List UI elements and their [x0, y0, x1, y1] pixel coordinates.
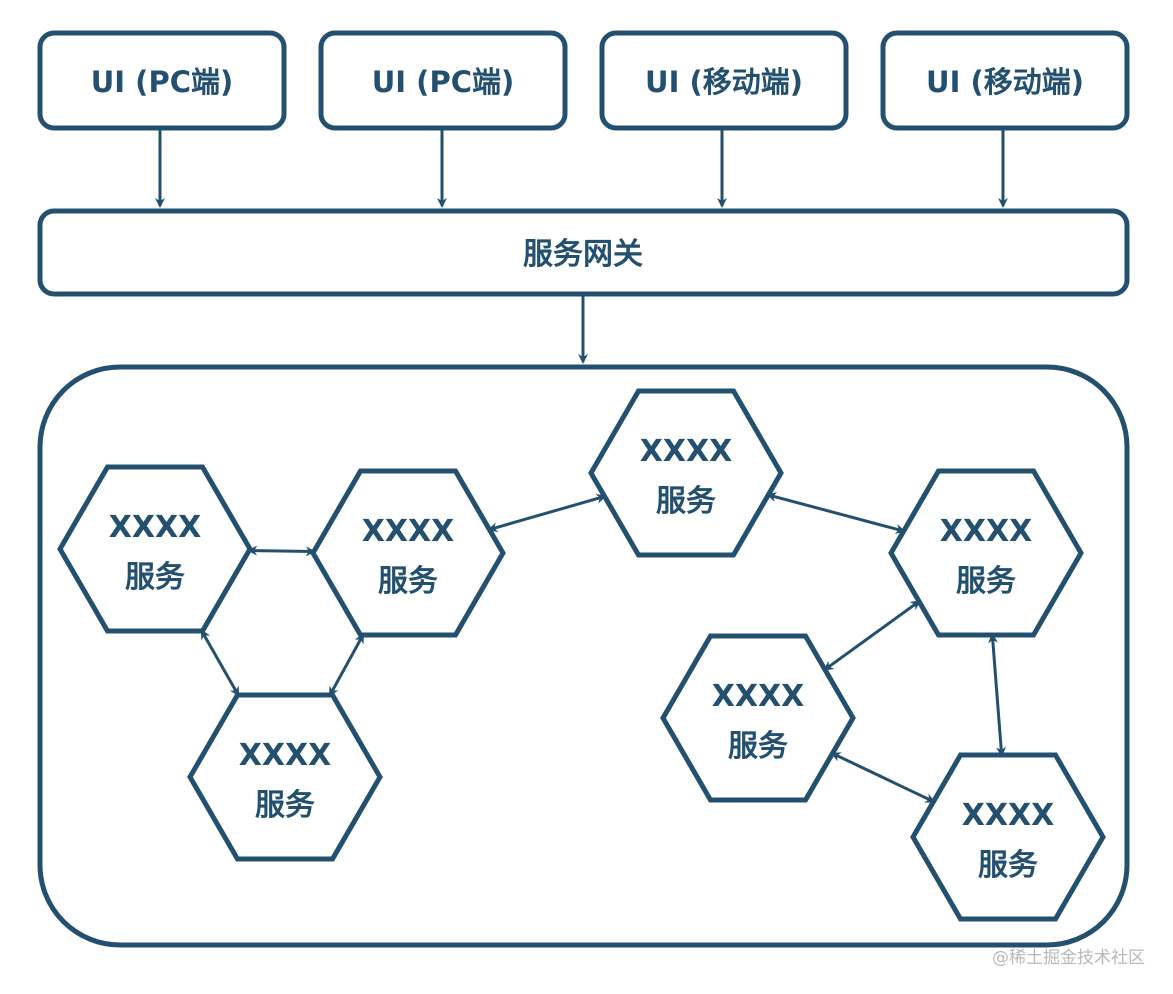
bidirectional-arrow	[247, 545, 316, 557]
bidirectional-arrow	[766, 492, 906, 534]
service-node: XXXX 服务	[910, 752, 1106, 922]
watermark: @稀土掘金技术社区	[992, 948, 1145, 968]
hexagon-shape	[310, 468, 506, 638]
service-type: 服务	[378, 564, 438, 599]
service-type: 服务	[978, 848, 1038, 883]
service-node: XXXX 服务	[57, 464, 253, 634]
service-node: XXXX 服务	[588, 388, 784, 558]
client-label: UI (移动端)	[645, 65, 803, 99]
client-ui-mobile-1: UI (移动端)	[599, 30, 849, 131]
service-name: XXXX	[362, 514, 455, 549]
service-node: XXXX 服务	[187, 692, 383, 862]
client-label: UI (PC端)	[372, 65, 514, 99]
bidirectional-arrow	[823, 600, 921, 671]
hexagon-shape	[660, 633, 856, 803]
client-label: UI (移动端)	[926, 65, 1084, 99]
service-name: XXXX	[940, 514, 1033, 549]
client-ui-pc-1: UI (PC端)	[37, 30, 287, 131]
bidirectional-arrow	[200, 629, 240, 697]
service-name: XXXX	[640, 434, 733, 469]
service-node: XXXX 服务	[888, 468, 1084, 638]
hexagon-shape	[187, 692, 383, 862]
bidirectional-arrow	[830, 752, 936, 803]
service-type: 服务	[656, 484, 716, 519]
bidirectional-arrow	[487, 493, 607, 533]
service-type: 服务	[728, 729, 788, 764]
client-label: UI (PC端)	[91, 65, 233, 99]
hexagon-shape	[910, 752, 1106, 922]
service-node: XXXX 服务	[660, 633, 856, 803]
service-name: XXXX	[962, 798, 1055, 833]
service-nodes: XXXX服务XXXX服务XXXX服务XXXX服务XXXX服务XXXX服务XXXX…	[57, 388, 1106, 922]
client-ui-mobile-2: UI (移动端)	[880, 30, 1130, 131]
gateway-label: 服务网关	[523, 237, 643, 272]
hexagon-shape	[57, 464, 253, 634]
service-type: 服务	[255, 788, 315, 823]
client-ui-pc-2: UI (PC端)	[318, 30, 568, 131]
service-type: 服务	[956, 564, 1016, 599]
bidirectional-arrow	[328, 633, 365, 697]
hexagon-shape	[588, 388, 784, 558]
service-node: XXXX 服务	[310, 468, 506, 638]
service-name: XXXX	[109, 510, 202, 545]
services-container	[37, 364, 1130, 948]
service-connections	[200, 492, 1007, 803]
service-name: XXXX	[239, 738, 332, 773]
service-gateway: 服务网关	[37, 208, 1130, 297]
bidirectional-arrow	[987, 633, 1007, 757]
service-name: XXXX	[712, 679, 805, 714]
hexagon-shape	[888, 468, 1084, 638]
service-type: 服务	[125, 560, 185, 595]
